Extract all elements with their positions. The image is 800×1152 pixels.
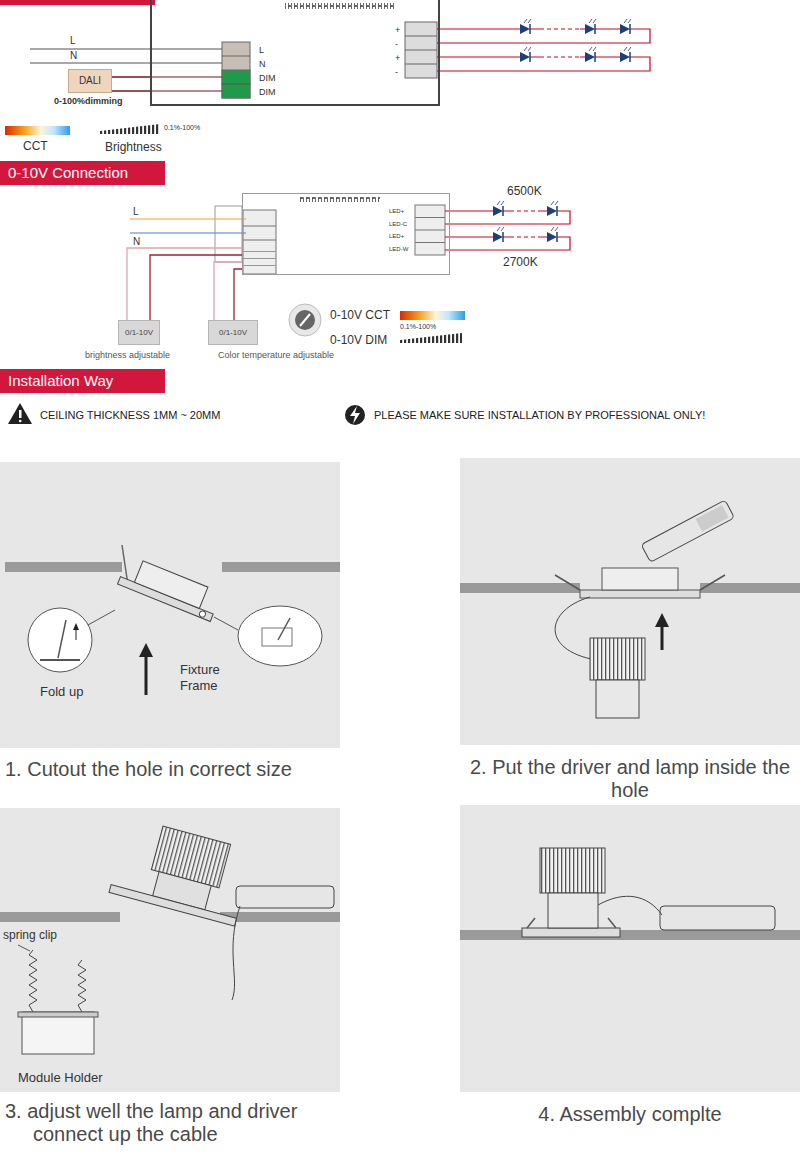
legend-text: Brightness xyxy=(105,140,162,154)
label: N xyxy=(133,236,140,247)
terminal-label-anchor: DIM xyxy=(259,87,276,98)
label-anchor: 0.1%-100% xyxy=(164,124,200,132)
terminal-label-anchor: DIM xyxy=(259,73,276,84)
label-anchor: 0-100%dimming xyxy=(54,96,123,107)
terminal-label-anchor: + xyxy=(395,25,400,36)
wire-connector xyxy=(214,262,242,320)
terminal-label-anchor: LED+ xyxy=(389,233,404,240)
terminal-label: N xyxy=(259,59,266,70)
legend-text: 0-10V DIM xyxy=(330,333,387,347)
terminal-label: L xyxy=(259,45,264,56)
wire-connector xyxy=(234,269,242,320)
terminal-label: LED+ xyxy=(389,233,404,240)
terminal-label-anchor: LED-W xyxy=(389,246,408,253)
wire-connector xyxy=(112,90,150,91)
terminal-label-anchor: LED+ xyxy=(389,208,404,215)
box-label: 0/1-10V xyxy=(125,328,153,338)
part-label: Module Holder xyxy=(18,1070,103,1086)
section-heading: 0-10V Connection xyxy=(8,164,128,182)
legend-text-anchor: CCT xyxy=(23,139,48,153)
terminal-label: DIM xyxy=(259,73,276,84)
legend-text-anchor: 0-10V CCT xyxy=(330,308,390,322)
step-panel: Fold upFixture Frame1. Cutout the hole i… xyxy=(0,462,340,748)
wire-connector xyxy=(150,255,242,320)
label: 0-100%dimming xyxy=(54,96,123,107)
control-box: 0/1-10V xyxy=(118,320,160,345)
label-anchor: 2700K xyxy=(503,256,538,269)
part-label: Fold up xyxy=(40,684,83,700)
step-caption-anchor: 4. Assembly complte xyxy=(460,1103,800,1126)
terminal-label: LED-C xyxy=(389,221,407,228)
label-anchor: PLEASE MAKE SURE INSTALLATION BY PROFESS… xyxy=(374,409,705,422)
box-label: 0/1-10V xyxy=(219,328,247,338)
label: 2700K xyxy=(503,256,538,269)
step-caption: 3. adjust well the lamp and driver conne… xyxy=(5,1100,350,1146)
step-caption: 4. Assembly complte xyxy=(460,1103,800,1126)
wire-connector xyxy=(112,76,150,77)
part-label: spring clip xyxy=(3,928,57,942)
driver-box: LED+ LED-C LED+ LED-W xyxy=(242,193,450,275)
label-anchor: 6500K xyxy=(507,185,542,198)
terminal-label-anchor: + xyxy=(395,53,400,64)
legend-text-anchor: Brightness xyxy=(105,140,162,154)
terminal-label: - xyxy=(395,39,398,50)
label-anchor: brightness adjustable xyxy=(85,350,170,361)
step-caption-anchor: 1. Cutout the hole in correct size xyxy=(5,758,292,781)
step-caption-anchor: 2. Put the driver and lamp inside the ho… xyxy=(460,756,800,802)
section-band: Installation Way xyxy=(0,369,165,393)
label: L xyxy=(133,206,139,217)
step-caption: 2. Put the driver and lamp inside the ho… xyxy=(460,756,800,802)
part-label: Fixture Frame xyxy=(180,662,235,695)
label: 6500K xyxy=(507,185,542,198)
label-anchor: CEILING THICKNESS 1MM ~ 20MM xyxy=(40,409,220,422)
dali-box: DALI xyxy=(68,69,112,93)
label: N xyxy=(70,50,77,61)
driver-box: LN DIM DIM + - + - xyxy=(150,0,440,106)
label-anchor: Color temperature adjustable xyxy=(218,350,334,361)
label: L xyxy=(70,35,76,46)
label: 0.1%-100% xyxy=(164,124,200,132)
label-anchor: N xyxy=(133,236,140,247)
label-anchor: N xyxy=(70,50,77,61)
section-heading: Installation Way xyxy=(8,372,113,390)
label: 0.1%-100% xyxy=(400,323,436,331)
label: CEILING THICKNESS 1MM ~ 20MM xyxy=(40,409,220,422)
part-label-anchor: Fixture Frame xyxy=(180,662,235,695)
terminal-label: - xyxy=(395,67,398,78)
step-panel: 4. Assembly complte xyxy=(460,805,800,1092)
label-anchor: L xyxy=(133,206,139,217)
step-panel: spring clipModule Holder3. adjust well t… xyxy=(0,808,340,1092)
step-caption: 1. Cutout the hole in correct size xyxy=(5,758,292,781)
terminal-label: LED+ xyxy=(389,208,404,215)
part-label-anchor: Fold up xyxy=(40,684,83,700)
control-box: 0/1-10V xyxy=(208,320,258,345)
part-label-anchor: spring clip xyxy=(3,928,57,942)
section-band: 0-10V Connection xyxy=(0,161,165,185)
label: brightness adjustable xyxy=(85,350,170,361)
part-label-anchor: Module Holder xyxy=(18,1070,103,1086)
terminal-label: + xyxy=(395,25,400,36)
terminal-label-anchor: L xyxy=(259,45,264,56)
step-panel: 2. Put the driver and lamp inside the ho… xyxy=(460,458,800,745)
wire-connector xyxy=(127,248,242,320)
label: PLEASE MAKE SURE INSTALLATION BY PROFESS… xyxy=(374,409,705,422)
label: Color temperature adjustable xyxy=(218,350,334,361)
box-label: DALI xyxy=(79,75,101,87)
legend-text-anchor: 0-10V DIM xyxy=(330,333,387,347)
terminal-label: LED-W xyxy=(389,246,408,253)
terminal-label: DIM xyxy=(259,87,276,98)
label-anchor: L xyxy=(70,35,76,46)
terminal-label-anchor: - xyxy=(395,67,398,78)
terminal-label-anchor: N xyxy=(259,59,266,70)
terminal-label-anchor: - xyxy=(395,39,398,50)
terminal-label: + xyxy=(395,53,400,64)
legend-text: CCT xyxy=(23,139,48,153)
legend-text: 0-10V CCT xyxy=(330,308,390,322)
step-caption-anchor: 3. adjust well the lamp and driver conne… xyxy=(5,1100,350,1146)
terminal-label-anchor: LED-C xyxy=(389,221,407,228)
label-anchor: 0.1%-100% xyxy=(400,323,436,331)
